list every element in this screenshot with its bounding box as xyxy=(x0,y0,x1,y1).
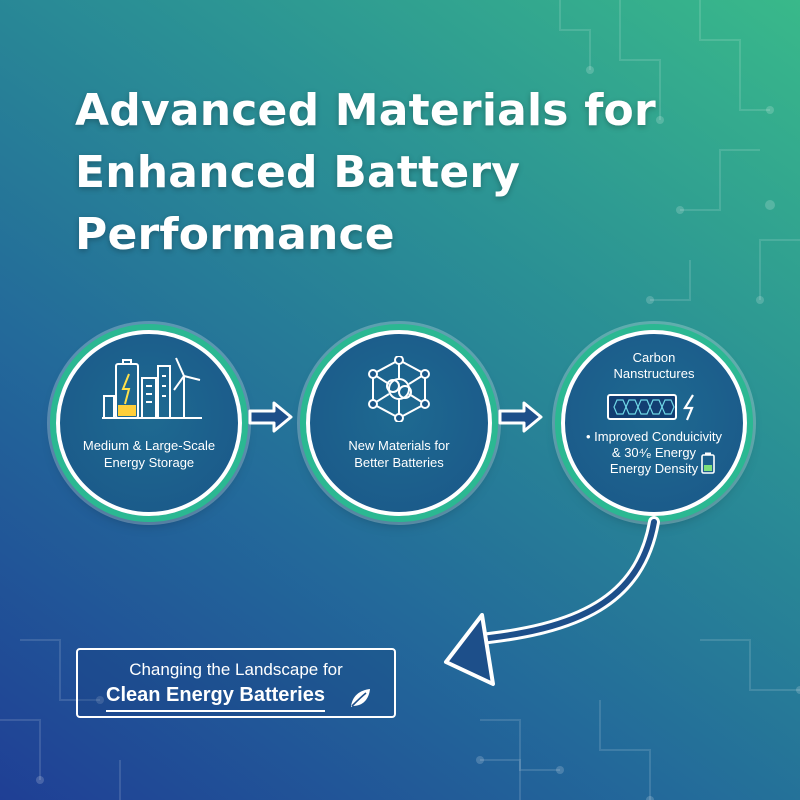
stage-1-label: Medium & Large-Scale Energy Storage xyxy=(82,438,216,470)
title-line-2: Enhanced Battery xyxy=(75,147,521,198)
title-line-3: Performance xyxy=(75,209,395,260)
title-line-1: Advanced Materials for xyxy=(75,85,656,136)
stage-2-label: New Materials for Better Batteries xyxy=(348,438,450,470)
flow-arrow-right-2 xyxy=(498,401,543,433)
molecule-lattice-icon xyxy=(368,356,430,422)
leaf-icon xyxy=(351,689,370,707)
stage-energy-storage: Medium & Large-Scale Energy Storage xyxy=(56,330,242,516)
small-battery-icon xyxy=(701,452,715,474)
flow-arrow-right-1 xyxy=(248,401,293,433)
result-line-2: Clean Energy Batteries xyxy=(106,684,325,712)
result-line-1: Changing the Landscape for xyxy=(129,660,343,679)
page-title: Advanced Materials for Enhanced Battery … xyxy=(75,80,755,266)
stage-3-detail: • Improved Conduicivity & 30⁴⁄ₑ Energy E… xyxy=(585,429,723,476)
stage-new-materials: New Materials for Better Batteries xyxy=(306,330,492,516)
stage-carbon-nanostructures: Carbon Nanstructures • Improved Conduici… xyxy=(561,330,747,516)
energy-storage-city-icon xyxy=(102,357,202,419)
stage-3-heading: Carbon Nanstructures xyxy=(613,350,695,381)
nanostructure-battery-icon xyxy=(607,394,694,421)
result-box: Changing the Landscape for Clean Energy … xyxy=(76,648,396,718)
